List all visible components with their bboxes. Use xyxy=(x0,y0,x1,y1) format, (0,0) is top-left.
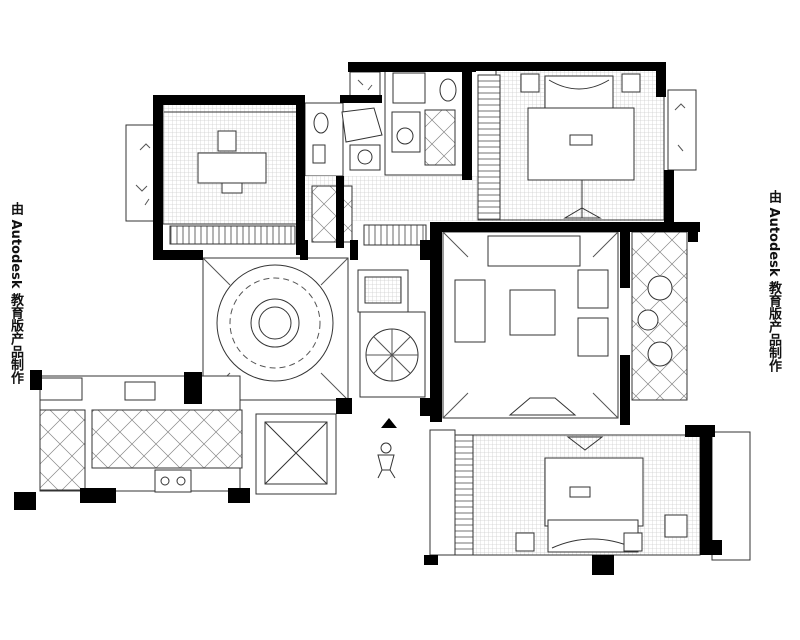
bed-icon xyxy=(527,75,635,181)
living-balcony xyxy=(631,231,688,401)
living-room xyxy=(442,231,619,419)
dining-room xyxy=(202,257,349,401)
bathroom-master xyxy=(384,69,464,176)
foyer xyxy=(359,311,426,398)
second-bedroom xyxy=(454,434,701,556)
toilet-icon xyxy=(439,78,457,102)
sofa-icon xyxy=(487,235,581,267)
bedroom-balcony xyxy=(429,429,751,561)
master-bedroom xyxy=(477,69,665,221)
master-balcony xyxy=(667,89,697,171)
sink-icon xyxy=(357,149,373,165)
entrance-arrow-icon xyxy=(381,418,397,428)
elevator-icon xyxy=(255,413,337,495)
kitchen xyxy=(39,375,243,493)
study-room xyxy=(162,103,299,245)
bathroom-top-left xyxy=(304,102,344,177)
foyer-cabinet xyxy=(357,269,409,313)
watermark-left: 由 Autodesk 教育版产品制作 xyxy=(8,202,23,385)
person-figure-icon xyxy=(377,442,396,479)
toilet-icon xyxy=(313,112,329,134)
bathroom-top-center xyxy=(341,107,383,171)
watermark-right: 由 Autodesk 教育版产品制作 xyxy=(766,190,781,373)
bed-icon xyxy=(544,457,644,553)
stove-icon xyxy=(154,469,192,493)
walls xyxy=(14,62,722,575)
dining-table-icon xyxy=(216,264,334,382)
